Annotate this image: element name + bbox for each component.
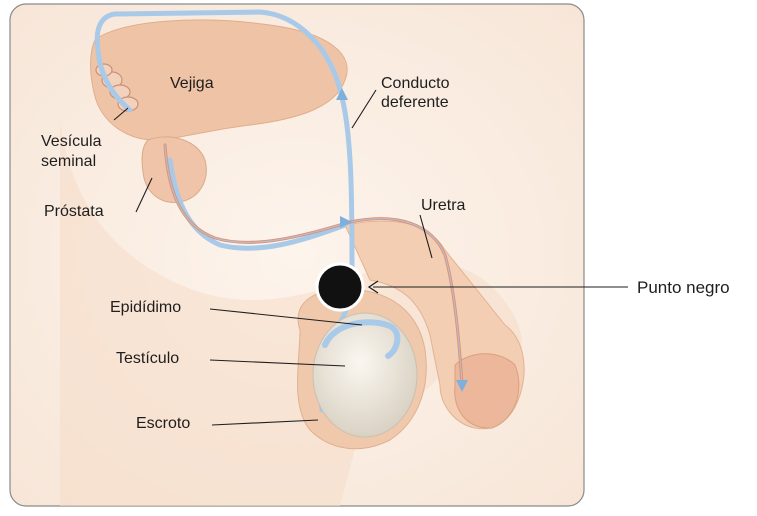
label-prostata: Próstata xyxy=(44,203,104,220)
label-vesicula-1: Vesícula xyxy=(41,133,102,150)
label-punto-negro: Punto negro xyxy=(637,278,730,297)
label-testiculo: Testículo xyxy=(116,350,179,367)
testicle xyxy=(313,313,417,437)
label-escroto: Escroto xyxy=(136,415,190,432)
label-conducto-2: deferente xyxy=(381,94,449,111)
label-epididimo: Epidídimo xyxy=(110,299,181,316)
label-vesicula-2: seminal xyxy=(41,153,96,170)
label-vejiga: Vejiga xyxy=(170,75,214,92)
label-uretra: Uretra xyxy=(421,197,466,214)
label-conducto-1: Conducto xyxy=(381,75,450,92)
black-dot-marker xyxy=(317,264,363,310)
